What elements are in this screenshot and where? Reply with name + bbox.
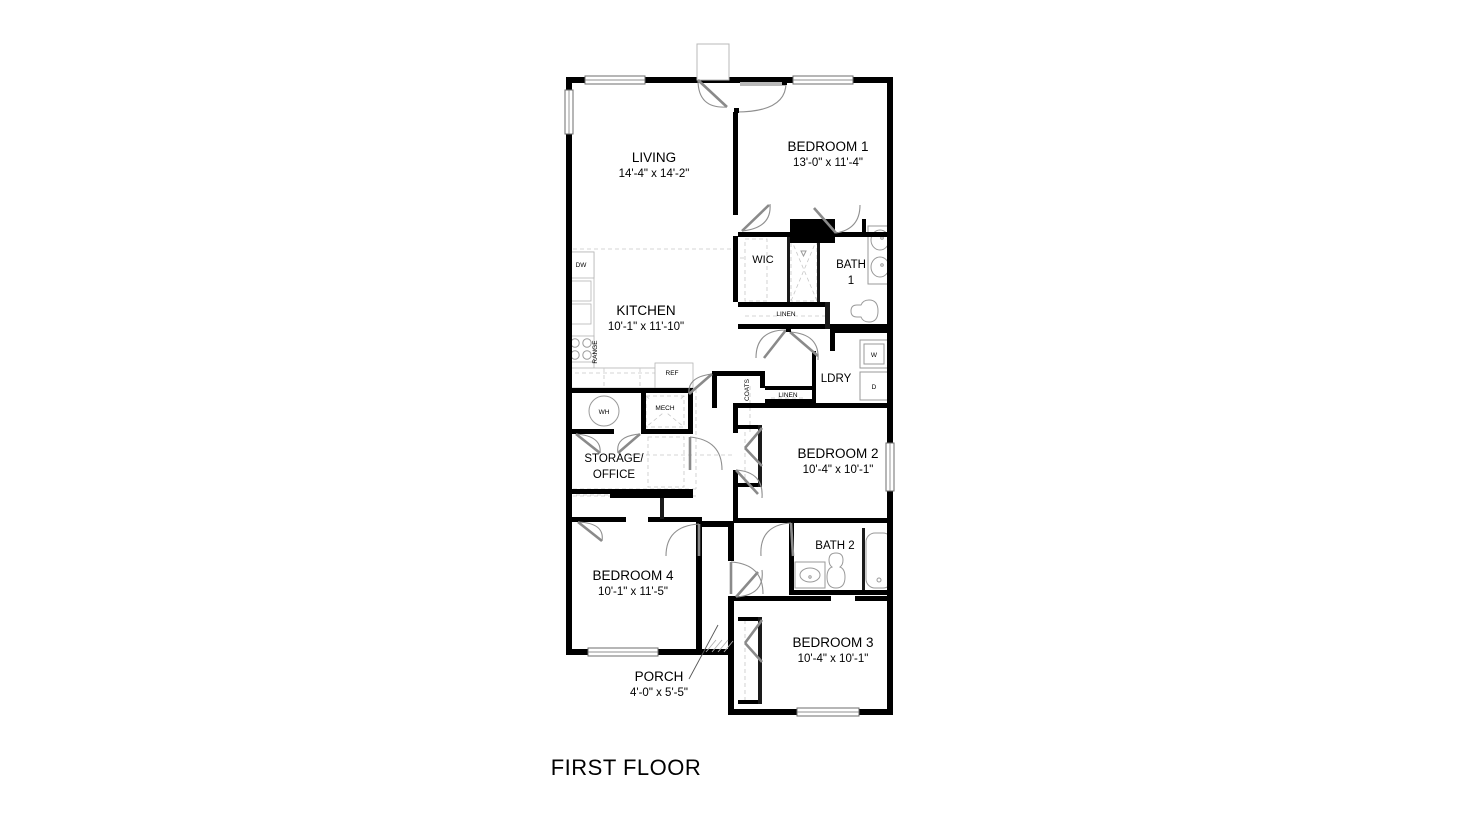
- porch-hatching: [705, 639, 734, 653]
- room-dim-bedroom4: 10'-1" x 11'-5": [598, 586, 668, 598]
- kitchen-casework: REF DW RANGE: [567, 251, 694, 389]
- room-dim-living: 14'-4" x 14'-2": [619, 168, 690, 180]
- space-label-bath1-b: 1: [848, 275, 854, 287]
- appliance-label-ref: REF: [666, 370, 679, 377]
- space-label-bath2: BATH 2: [815, 540, 854, 552]
- space-label-linen-1: LINEN: [776, 311, 795, 318]
- room-label-porch: PORCH: [635, 669, 684, 684]
- appliance-label-dw: DW: [576, 262, 588, 269]
- room-dim-bedroom2: 10'-4" x 10'-1": [803, 464, 874, 476]
- space-label-mech: MECH: [655, 405, 674, 412]
- space-labels: WIC BATH 1 BATH 2 LDRY STORAGE/ OFFICE C…: [584, 254, 866, 552]
- porch-leader-line: [688, 624, 719, 680]
- bath2-fixtures: [794, 532, 893, 589]
- utility-fixtures: WH MECH: [588, 395, 685, 428]
- closet-shelves: [745, 315, 825, 432]
- room-labels: LIVING 14'-4" x 14'-2" BEDROOM 1 13'-0" …: [592, 139, 878, 699]
- appliance-label-wh: WH: [599, 409, 610, 416]
- laundry-appliances: W D: [859, 339, 889, 401]
- storage-guides: [647, 436, 685, 488]
- space-label-storage-b: OFFICE: [593, 469, 635, 481]
- room-dim-kitchen: 10'-1" x 11'-10": [608, 321, 684, 333]
- page-title: FIRST FLOOR: [551, 755, 702, 780]
- windows: [564, 75, 895, 717]
- appliance-label-dryer: D: [872, 384, 877, 391]
- appliance-label-washer: W: [871, 352, 878, 359]
- space-label-wic: WIC: [752, 254, 773, 266]
- appliance-label-range: RANGE: [592, 340, 599, 364]
- doors: [575, 43, 861, 663]
- room-label-bedroom4: BEDROOM 4: [592, 568, 674, 583]
- room-dim-porch: 4'-0" x 5'-5": [630, 687, 688, 699]
- room-label-bedroom1: BEDROOM 1: [787, 139, 868, 154]
- space-label-bath1-a: BATH: [836, 259, 866, 271]
- space-label-storage-a: STORAGE/: [584, 453, 644, 465]
- room-label-kitchen: KITCHEN: [616, 303, 675, 318]
- space-label-coats: COATS: [744, 378, 751, 401]
- space-label-ldry: LDRY: [821, 373, 852, 385]
- room-label-bedroom2: BEDROOM 2: [797, 446, 878, 461]
- room-label-living: LIVING: [632, 150, 676, 165]
- room-dim-bedroom3: 10'-4" x 10'-1": [798, 653, 869, 665]
- room-dim-bedroom1: 13'-0" x 11'-4": [793, 157, 863, 169]
- space-label-linen-2: LINEN: [778, 392, 797, 399]
- door-entry-stoop: [696, 43, 730, 81]
- door-bedroom1-leaf: [740, 82, 785, 86]
- room-label-bedroom3: BEDROOM 3: [792, 635, 873, 650]
